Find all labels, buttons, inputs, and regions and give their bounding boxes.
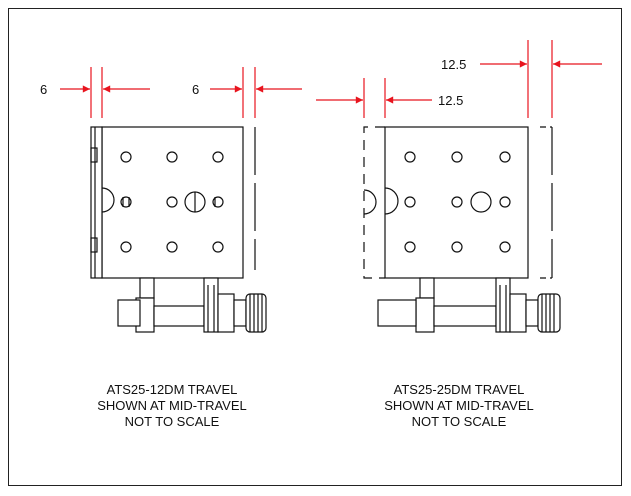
left-stage <box>90 126 267 333</box>
right-micrometer <box>377 277 561 333</box>
right-stage-travel-outline <box>363 126 385 279</box>
dim-right-bottom-label: 12.5 <box>438 93 463 108</box>
right-caption-line-1: ATS25-25DM TRAVEL <box>393 382 525 397</box>
right-lock-block <box>415 297 435 333</box>
dim-left-right-gap-label: 6 <box>192 82 199 97</box>
left-caption-line-2: SHOWN AT MID-TRAVEL <box>97 398 247 413</box>
left-caption-line-1: ATS25-12DM TRAVEL <box>106 382 238 397</box>
right-dimensions <box>316 40 602 118</box>
right-caption-line-2: SHOWN AT MID-TRAVEL <box>384 398 534 413</box>
drawing-frame <box>8 8 622 486</box>
left-dimensions <box>60 67 302 118</box>
left-rail-tab-bottom <box>90 237 98 253</box>
left-stage-holes <box>120 151 224 253</box>
left-stage-notch <box>101 187 115 213</box>
left-stage-rail <box>90 126 103 279</box>
left-rail-tab-top <box>90 147 98 163</box>
left-caption-line-3: NOT TO SCALE <box>124 414 220 429</box>
right-travel-notch <box>363 189 377 215</box>
right-stage-notch <box>384 187 399 215</box>
dim-right-top-label: 12.5 <box>441 57 466 72</box>
right-lock-tab <box>419 277 435 299</box>
right-stage-holes <box>404 151 511 253</box>
right-stage <box>363 126 561 333</box>
left-micrometer <box>117 277 267 333</box>
right-stage-body <box>384 126 529 279</box>
left-caption: ATS25-12DM TRAVEL SHOWN AT MID-TRAVEL NO… <box>52 382 292 430</box>
left-lock-tab <box>139 277 155 299</box>
right-caption-line-3: NOT TO SCALE <box>411 414 507 429</box>
right-caption: ATS25-25DM TRAVEL SHOWN AT MID-TRAVEL NO… <box>339 382 579 430</box>
dim-left-gap-label: 6 <box>40 82 47 97</box>
